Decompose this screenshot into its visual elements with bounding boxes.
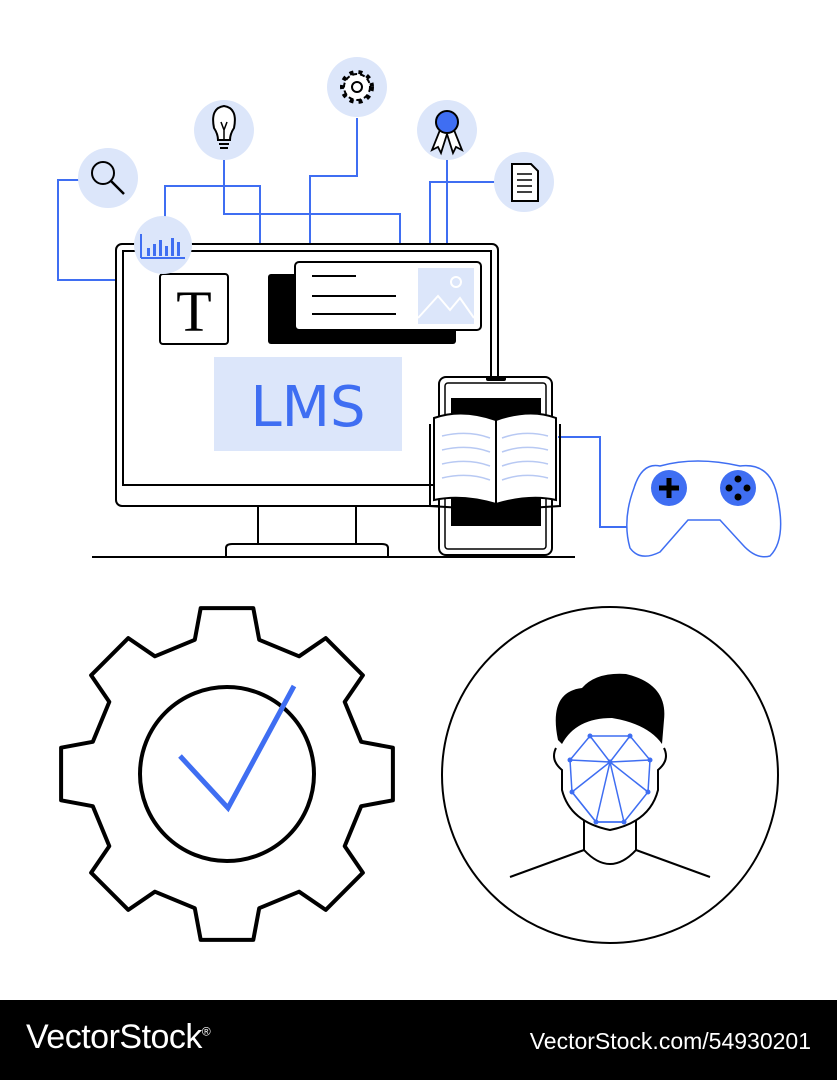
illustration: T LMS [57, 57, 782, 944]
lms-label: LMS [214, 357, 402, 451]
text-icon: T [159, 273, 229, 345]
gear-checkmark-icon [59, 606, 395, 942]
lms-text: LMS [250, 375, 365, 440]
brand-name: VectorStock [26, 1018, 202, 1056]
content-card [268, 261, 482, 344]
image-icon [417, 268, 475, 324]
game-controller-icon [626, 460, 782, 558]
gear-icon [327, 57, 387, 117]
document-icon [494, 152, 554, 212]
award-ribbon-icon [417, 100, 477, 160]
text-icon-letter: T [176, 279, 211, 344]
lightbulb-icon [194, 100, 254, 160]
footer-bar: VectorStock® VectorStock.com/54930201 [0, 1000, 837, 1080]
registered-mark: ® [201, 1024, 211, 1039]
search-icon [78, 148, 138, 208]
connector-lines [57, 118, 632, 528]
bar-chart-icon [134, 216, 192, 274]
footer-brand: VectorStock® [26, 1018, 211, 1057]
open-book-icon [429, 412, 561, 512]
footer-image-id: VectorStock.com/54930201 [529, 1028, 811, 1054]
face-recognition-icon [441, 606, 779, 944]
